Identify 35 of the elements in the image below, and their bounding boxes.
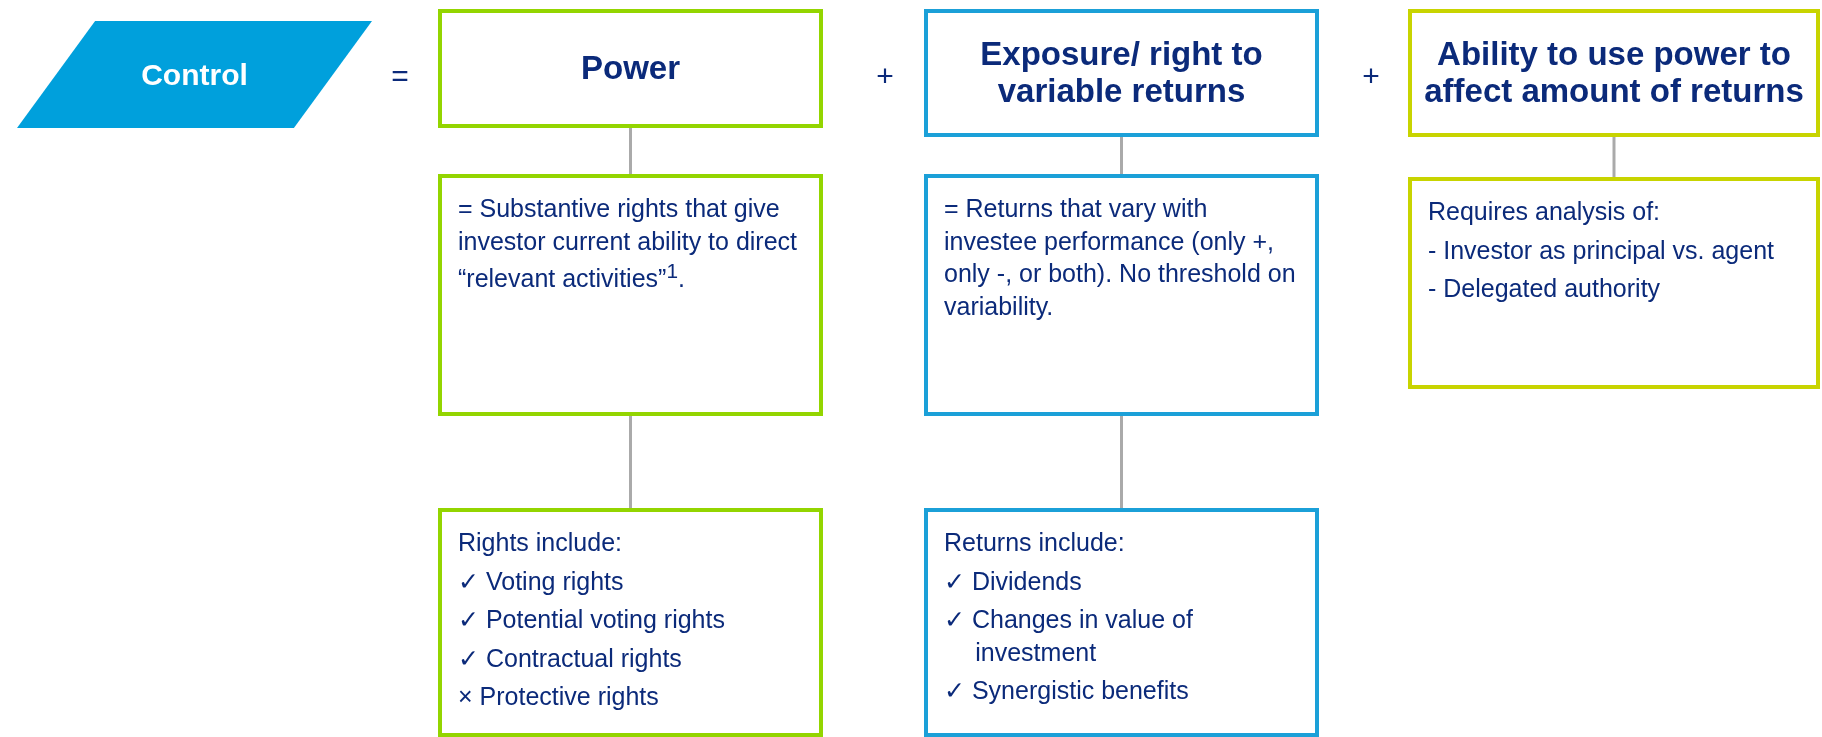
heading-text: Ability to use power to affect amount of returns: [1423, 36, 1805, 110]
list-item: × Protective rights: [458, 681, 660, 712]
connector-line: [629, 128, 632, 174]
heading-text: Control: [141, 57, 248, 92]
connector-line: [1120, 416, 1123, 508]
list-item: ✓ Contractual rights: [458, 642, 683, 674]
list-item: - Investor as principal vs. agent: [1428, 234, 1775, 266]
list-item: ✓ Voting rights: [458, 565, 625, 597]
connector-line: [1612, 137, 1616, 177]
text-box: [924, 174, 1319, 416]
text-box: [924, 508, 1319, 737]
heading-text: Exposure/ right to variable returns: [979, 36, 1264, 110]
text-box: [438, 174, 823, 416]
parallelogram-shape: [17, 21, 372, 128]
body-text: = Substantive rights that give investor current ability to direct “relevant activities”$^{1}$.: [458, 193, 799, 295]
body-text: Returns include:: [944, 527, 1126, 558]
text-box: [1408, 177, 1820, 389]
operator-sign: =: [391, 59, 409, 93]
operator-sign: +: [876, 59, 894, 93]
heading-box: [924, 9, 1319, 137]
body-text: Requires analysis of:: [1428, 196, 1662, 227]
connector-line: [629, 416, 632, 508]
list-item: ✓ Dividends: [944, 565, 1083, 597]
heading-text: Power: [580, 50, 680, 87]
list-item: ✓ Synergistic benefits: [944, 675, 1190, 706]
body-text: Rights include:: [458, 527, 623, 558]
body-text: = Returns that vary with investee performance (only +, only -, or both). No threshold on variability.: [944, 193, 1297, 322]
operator-sign: +: [1362, 59, 1380, 93]
connector-line: [1120, 137, 1123, 174]
list-item: - Delegated authority: [1428, 273, 1662, 304]
list-item: ✓ Potential voting rights: [458, 604, 726, 635]
text-box: [438, 508, 823, 737]
list-item: ✓ Changes in value of investment: [944, 604, 1194, 668]
heading-box: [438, 9, 823, 128]
heading-box: [1408, 9, 1820, 137]
